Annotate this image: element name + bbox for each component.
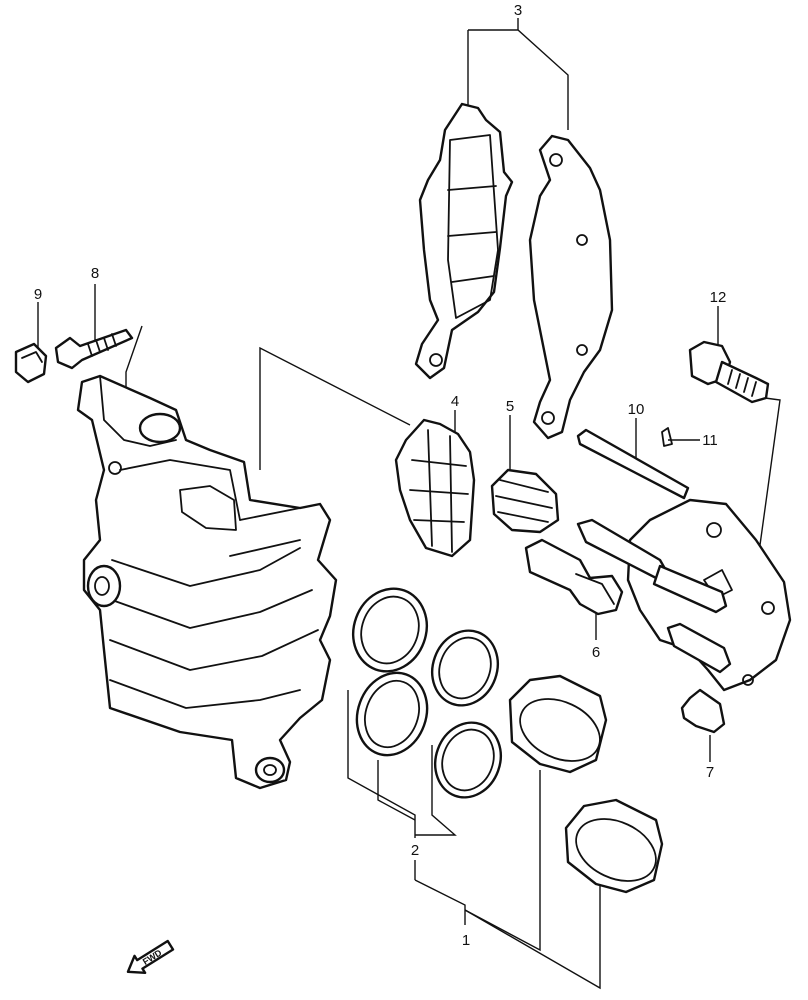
slide-pin-upper: [576, 518, 728, 614]
callout-1: 1: [462, 932, 470, 949]
callout-11: 11: [702, 432, 718, 449]
callout-2: 2: [411, 842, 419, 859]
dust-boot: [490, 468, 560, 534]
callout-6: 6: [592, 644, 600, 661]
callout-10: 10: [628, 401, 645, 418]
caliper-body: [76, 374, 338, 790]
mounting-bolt: [688, 340, 770, 404]
bleeder-screw: [54, 328, 134, 370]
slide-pin-lower: [666, 622, 732, 674]
fwd-arrow-icon: FWD: [126, 939, 175, 975]
bleeder-cap: [14, 342, 48, 384]
pin-clip: [661, 427, 673, 447]
pistons: [508, 674, 664, 894]
brake-pad-front: [414, 102, 514, 380]
pad-spring: [394, 418, 476, 558]
callout-9: 9: [34, 286, 42, 303]
slide-pin-boot: [524, 538, 624, 616]
callout-8: 8: [91, 265, 99, 282]
leader-lines: [37, 18, 781, 990]
brake-pad-rear: [528, 134, 614, 440]
callout-7: 7: [706, 764, 714, 781]
callout-12: 12: [710, 289, 727, 306]
callout-labels: 1 2 3 4 5 6 7 8 9 10 11 12: [34, 2, 727, 949]
retaining-clip: [680, 688, 726, 734]
callout-4: 4: [451, 393, 459, 410]
callout-3: 3: [514, 2, 522, 19]
piston-seals: [352, 587, 502, 799]
callout-5: 5: [506, 398, 514, 415]
pad-pin: [576, 428, 690, 500]
